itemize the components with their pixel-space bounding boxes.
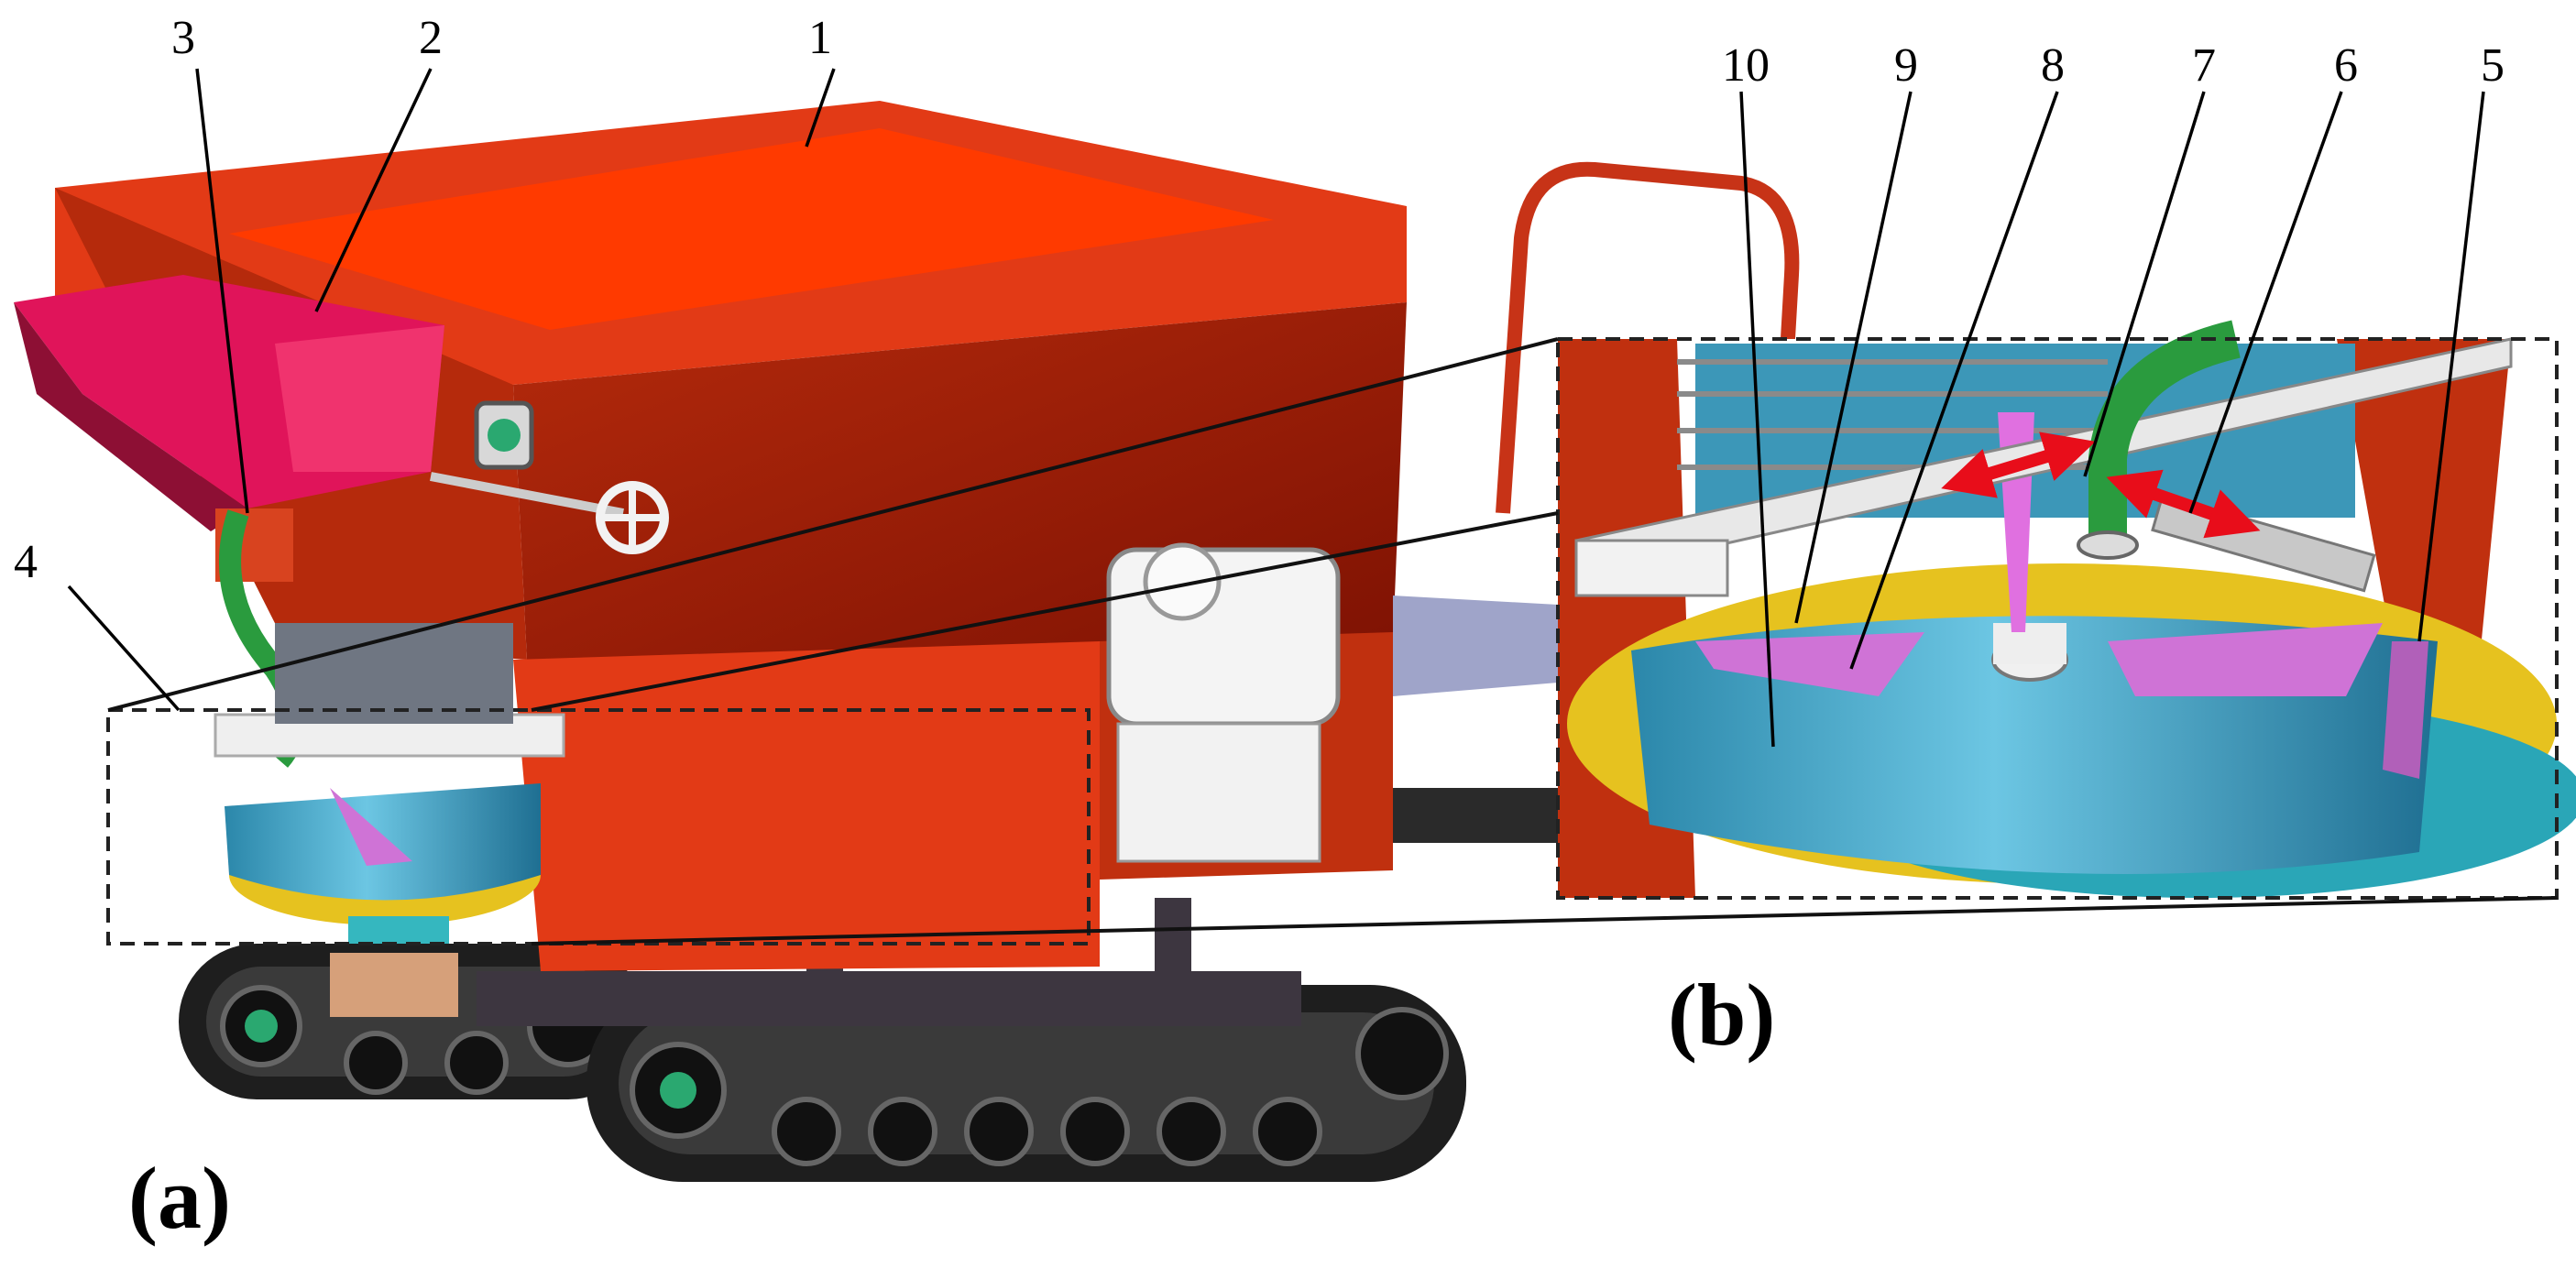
handwheel-icon	[596, 481, 669, 554]
panel-a-machine	[14, 101, 1800, 1182]
hopper-inner	[229, 128, 1274, 330]
callout-4: 4	[14, 536, 38, 588]
double-arrow-icon	[1941, 432, 2261, 539]
sprocket-hub-front	[660, 1072, 696, 1109]
panel-label-b: (b)	[1668, 966, 1775, 1064]
engine-icon	[1106, 542, 1341, 863]
lower-housing	[513, 641, 1100, 971]
callout-3: 3	[171, 12, 195, 64]
callout-8: 8	[2041, 39, 2065, 92]
detail-frame	[1556, 337, 2559, 900]
gearbox	[330, 953, 458, 1017]
feed-pipe	[2088, 320, 2241, 541]
track-front	[586, 985, 1466, 1182]
sprocket-hub	[245, 1010, 278, 1043]
panel-b-detail	[1556, 320, 2576, 900]
callout-10: 10	[1722, 39, 1770, 92]
callout-labels: 1 2 3 4 5 6 7 8 9 10	[14, 12, 2505, 588]
leader-lines	[67, 68, 2485, 748]
callout-9: 9	[1894, 39, 1918, 92]
spreading-blade	[1695, 632, 1924, 696]
side-bracket	[1574, 539, 1729, 597]
callout-2: 2	[419, 12, 443, 64]
callout-6: 6	[2334, 39, 2358, 92]
zoom-indicator	[106, 337, 2558, 946]
gear-icon	[430, 400, 624, 518]
callout-1: 1	[808, 12, 832, 64]
callout-7: 7	[2192, 39, 2216, 92]
callout-5: 5	[2481, 39, 2505, 92]
panel-label-a: (a)	[128, 1149, 231, 1247]
handle-bar	[1496, 161, 1800, 514]
discharge-spout	[1393, 596, 1558, 696]
